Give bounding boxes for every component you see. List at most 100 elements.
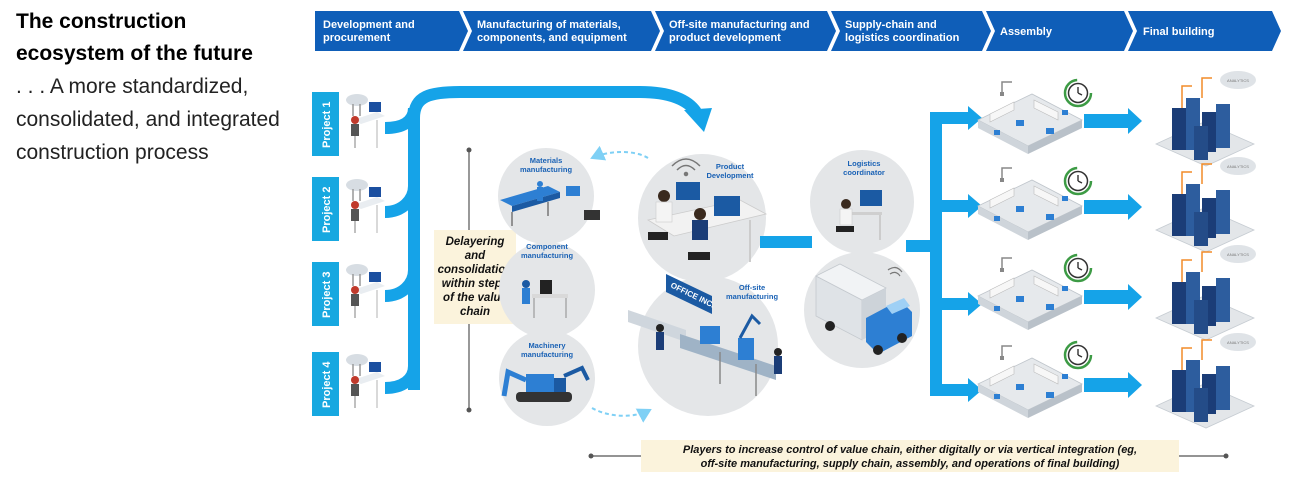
project-tab-2-label: Project 2 bbox=[321, 187, 333, 233]
logistics-node-label-1: Logistics bbox=[848, 159, 881, 168]
workstation-project-1 bbox=[346, 94, 385, 148]
project-workstations bbox=[346, 94, 385, 408]
flow-to-assembly-1 bbox=[942, 112, 968, 124]
assembly-site-1 bbox=[977, 81, 1083, 154]
flow-to-building-1-head bbox=[1128, 108, 1142, 134]
building-cluster-4: ANALYTICS bbox=[1155, 333, 1256, 429]
flow-to-building-2 bbox=[1084, 200, 1130, 214]
workstation-project-3 bbox=[346, 264, 385, 318]
flow-to-assembly-3-head bbox=[968, 292, 982, 316]
header-step-3-line-1: Off-site manufacturing and bbox=[669, 19, 810, 31]
clock-icon bbox=[1063, 253, 1093, 283]
component-node-label-1: Component bbox=[526, 242, 568, 251]
page-title: The construction ecosystem of the future bbox=[16, 10, 253, 65]
header-step-2 bbox=[463, 11, 660, 51]
flow-to-building-3 bbox=[1084, 290, 1130, 304]
flow-to-building-1 bbox=[1084, 114, 1130, 128]
analytics-label: ANALYTICS bbox=[1227, 164, 1249, 169]
project-tab-4-label: Project 4 bbox=[321, 361, 333, 408]
dashed-arrow-top bbox=[590, 145, 649, 161]
project-convergence-flow bbox=[384, 86, 701, 394]
project-tab-3 bbox=[312, 262, 339, 326]
assembly-site-3 bbox=[977, 257, 1083, 330]
component-node-label-2: manufacturing bbox=[521, 251, 574, 260]
dashed-arrow-bottom bbox=[591, 407, 652, 423]
delayering-note-line-5: of the value bbox=[443, 292, 508, 304]
control-note-line-1: Players to increase control of value cha… bbox=[683, 444, 1137, 456]
building-cluster-3: ANALYTICS bbox=[1155, 245, 1256, 341]
manufacturing-cluster: Materials manufacturing Component manufa… bbox=[498, 148, 600, 426]
header-step-1-line-2: procurement bbox=[323, 32, 391, 44]
offsite-node-label-2: manufacturing bbox=[726, 292, 779, 301]
analytics-label: ANALYTICS bbox=[1227, 340, 1249, 345]
header-step-1 bbox=[315, 11, 468, 51]
page-subtitle: . . . A more standardized, consolidated,… bbox=[16, 75, 280, 164]
project-tab-4 bbox=[312, 352, 339, 416]
logistics-node-label-2: coordinator bbox=[843, 168, 885, 177]
wifi-icon bbox=[671, 158, 701, 177]
project-tab-3-label: Project 3 bbox=[321, 272, 333, 318]
materials-node-label-2: manufacturing bbox=[520, 165, 573, 174]
delayering-note-line-2: and bbox=[465, 250, 486, 262]
header-step-6-label: Final building bbox=[1143, 26, 1215, 38]
header-step-4 bbox=[831, 11, 991, 51]
product-offsite-cluster: Product Development Off-site manufacturi… bbox=[628, 154, 782, 416]
flow-arrowhead bbox=[684, 108, 712, 132]
control-note-line-2: off-site manufacturing, supply chain, as… bbox=[701, 458, 1120, 470]
clock-icon bbox=[1063, 78, 1093, 108]
flow-to-building-4 bbox=[1084, 378, 1130, 392]
component-worker-icon bbox=[522, 280, 568, 318]
engineers-desk-icon bbox=[646, 182, 768, 262]
flow-to-assembly-4-head bbox=[968, 378, 982, 402]
header-step-3 bbox=[655, 11, 836, 51]
control-note-box bbox=[641, 440, 1179, 472]
flow-to-building-3-head bbox=[1128, 284, 1142, 310]
header-step-3-line-2: product development bbox=[669, 32, 781, 44]
header-step-5-label: Assembly bbox=[1000, 26, 1053, 38]
machinery-node-label-1: Machinery bbox=[528, 341, 566, 350]
flow-to-building-4-head bbox=[1128, 372, 1142, 398]
schedule-clocks bbox=[1063, 78, 1093, 370]
delayering-note-line-4: within steps bbox=[442, 278, 508, 290]
delayering-note-line-3: consolidation bbox=[438, 264, 513, 276]
flow-to-logistics-bar bbox=[760, 236, 812, 248]
analytics-label: ANALYTICS bbox=[1227, 252, 1249, 257]
control-note: Players to increase control of value cha… bbox=[588, 440, 1229, 472]
workstation-project-2 bbox=[346, 179, 385, 233]
distribution-flow bbox=[906, 106, 1142, 402]
project-tabs: Project 1 Project 2 Project 3 Project 4 bbox=[312, 92, 339, 416]
project-tab-1 bbox=[312, 92, 339, 156]
excavator-icon bbox=[501, 365, 590, 402]
header-step-1-line-1: Development and bbox=[323, 19, 415, 31]
header-step-4-line-1: Supply-chain and bbox=[845, 19, 937, 31]
assembly-site-2 bbox=[977, 167, 1083, 240]
materials-node-label-1: Materials bbox=[530, 156, 563, 165]
header-step-2-line-1: Manufacturing of materials, bbox=[477, 19, 621, 31]
flow-to-assembly-2 bbox=[942, 200, 968, 212]
project-tab-2 bbox=[312, 177, 339, 241]
title-block: The construction ecosystem of the future… bbox=[16, 6, 296, 169]
header-step-2-line-2: components, and equipment bbox=[477, 32, 627, 44]
value-chain-header: Development and procurement Manufacturin… bbox=[315, 11, 1281, 51]
flow-to-assembly-4 bbox=[942, 384, 968, 396]
clock-icon bbox=[1063, 340, 1093, 370]
product-node-label-1: Product bbox=[716, 162, 745, 171]
header-step-6 bbox=[1128, 11, 1281, 51]
assembly-site-4 bbox=[977, 345, 1083, 418]
truck-icon bbox=[815, 263, 912, 355]
materials-conveyor-icon bbox=[500, 181, 600, 226]
flow-to-assembly-1-head bbox=[968, 106, 982, 130]
product-node-label-2: Development bbox=[706, 171, 754, 180]
workstation-project-4 bbox=[346, 354, 385, 408]
assembly-sites bbox=[977, 81, 1083, 418]
analytics-label: ANALYTICS bbox=[1227, 78, 1249, 83]
flow-to-assembly-2-head bbox=[968, 194, 982, 218]
project-tab-1-label: Project 1 bbox=[321, 102, 333, 148]
delayering-note-line-6: chain bbox=[460, 306, 490, 318]
clock-icon bbox=[1063, 166, 1093, 196]
flow-to-assembly-3 bbox=[942, 298, 968, 310]
dashed-feedback-arrows bbox=[590, 145, 652, 423]
building-cluster-2: ANALYTICS bbox=[1155, 157, 1256, 253]
final-buildings: ANALYTICS ANALYTICS ANALYTICS bbox=[1155, 71, 1256, 429]
